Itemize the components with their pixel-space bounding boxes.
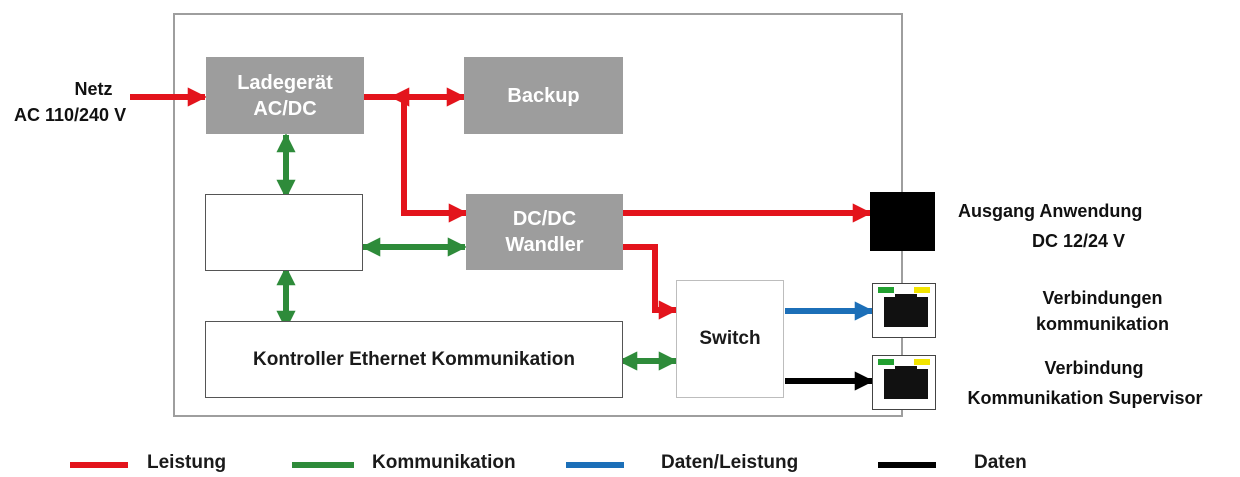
ethernet-controller-label: Kontroller Ethernet Kommunikation	[253, 348, 575, 370]
legend-data-swatch	[878, 462, 936, 468]
dcdc-label: DC/DC	[512, 208, 577, 230]
bus-to-dcdc-line	[401, 97, 468, 223]
legend-comm-swatch	[292, 462, 354, 468]
supervisor-connection-title: Verbindung	[1044, 358, 1144, 378]
switch-label: Switch	[699, 328, 761, 349]
dcdc-converter-block: DC/DC Wandler	[466, 194, 623, 270]
legend-datapower-label: Daten/Leistung	[661, 452, 799, 473]
dcdc-to-switch-line	[623, 244, 678, 320]
comms-rj45-port	[872, 283, 936, 338]
activity-led-icon	[914, 359, 930, 365]
dc-output-connector	[870, 192, 935, 251]
comms-connection-subtitle: kommunikation	[1035, 314, 1169, 334]
rj45-jack-icon	[884, 297, 928, 327]
blank-controller-block	[205, 194, 363, 271]
charger-label: Ladegerät	[237, 71, 333, 94]
mains-input-label: Netz AC 110/240 V	[0, 76, 172, 128]
legend-comm-label: Kommunikation	[372, 452, 516, 473]
comms-connection-label: Verbindungen kommunikation	[950, 285, 1200, 337]
supervisor-connection-subtitle: Kommunikation Supervisor	[967, 388, 1203, 408]
legend-power-label: Leistung	[147, 452, 227, 473]
comms-connection-title: Verbindungen	[1042, 288, 1163, 308]
switch-block: Switch	[676, 280, 784, 398]
application-output-title: Ausgang Anwendung	[958, 201, 1143, 221]
backup-block: Backup	[464, 57, 623, 134]
application-output-label: Ausgang Anwendung DC 12/24 V	[950, 198, 1210, 254]
activity-led-icon	[914, 287, 930, 293]
ethernet-controller-block: Kontroller Ethernet Kommunikation	[205, 321, 623, 398]
backup-label: Backup	[507, 84, 580, 107]
supervisor-connection-label: Verbindung Kommunikation Supervisor	[940, 355, 1230, 411]
mains-label: Netz	[74, 79, 113, 99]
rj45-jack-icon	[884, 369, 928, 399]
link-led-icon	[878, 287, 894, 293]
legend-data-label: Daten	[974, 452, 1027, 473]
legend-datapower-swatch	[566, 462, 624, 468]
charger-type-label: AC/DC	[253, 97, 317, 120]
link-led-icon	[878, 359, 894, 365]
supervisor-rj45-port	[872, 355, 936, 410]
mains-voltage-label: AC 110/240 V	[14, 105, 127, 125]
legend-power-swatch	[70, 462, 128, 468]
application-output-voltage: DC 12/24 V	[1032, 231, 1126, 251]
charger-block: Ladegerät AC/DC	[206, 57, 364, 134]
converter-label: Wandler	[505, 234, 584, 256]
